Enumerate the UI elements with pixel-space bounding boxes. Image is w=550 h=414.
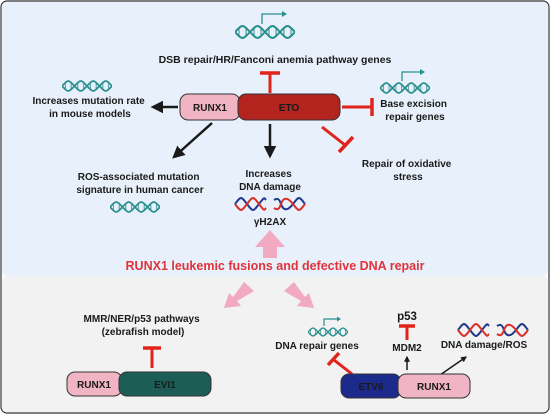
dsb-repair-label: DSB repair/HR/Fanconi anemia pathway gen… — [159, 54, 392, 66]
inhibit-dsb — [260, 71, 280, 93]
gene-dna-icon-right — [380, 69, 430, 94]
mutation-rate-label: Increases mutation rate in mouse models — [32, 96, 147, 120]
base-excision-label: Base excision repair genes — [380, 99, 450, 123]
dna-damage-label: Increases DNA damage — [239, 169, 301, 193]
runx1-label-left: RUNX1 — [77, 380, 111, 391]
repair-genes-label: DNA repair genes — [275, 341, 359, 352]
eto-box — [237, 93, 341, 121]
ros-signature-label: ROS-associated mutation signature in hum… — [76, 172, 203, 196]
gamma-h2ax-label: γH2AX — [254, 217, 287, 228]
pink-arrow-down-right — [284, 282, 314, 308]
evi1-box — [118, 371, 212, 397]
mdm2-label: MDM2 — [392, 343, 422, 354]
inhibit-pathways — [143, 346, 161, 368]
arrow-ros — [172, 122, 213, 159]
runx1-label-top: RUNX1 — [193, 103, 227, 114]
oxidative-stress-label: Repair of oxidative stress — [362, 159, 454, 183]
etv6-label: ETV6 — [358, 382, 383, 393]
damage-ros-label: DNA damage/ROS — [441, 340, 528, 351]
center-title: RUNX1 leukemic fusions and defective DNA… — [126, 259, 425, 273]
pink-arrow-down-left — [224, 282, 254, 308]
p53-label: p53 — [397, 311, 417, 323]
pink-arrow-up — [255, 230, 285, 258]
inhibit-oxidative — [321, 125, 355, 154]
gene-dna-icon-top — [235, 11, 295, 39]
inhibit-repair-genes — [326, 351, 353, 376]
pathways-label: MMR/NER/p53 pathways (zebrafish model) — [84, 314, 203, 338]
runx1-box-right — [397, 373, 471, 399]
arrow-damage-ros — [439, 356, 467, 376]
inhibit-base-excision — [342, 98, 374, 116]
inhibit-p53 — [399, 324, 415, 340]
runx1-label-right: RUNX1 — [417, 382, 451, 393]
evi1-label: EVI1 — [154, 380, 176, 391]
gene-dna-icon-repair — [308, 316, 348, 337]
top-panel — [2, 2, 548, 276]
eto-label: ETO — [279, 103, 300, 114]
